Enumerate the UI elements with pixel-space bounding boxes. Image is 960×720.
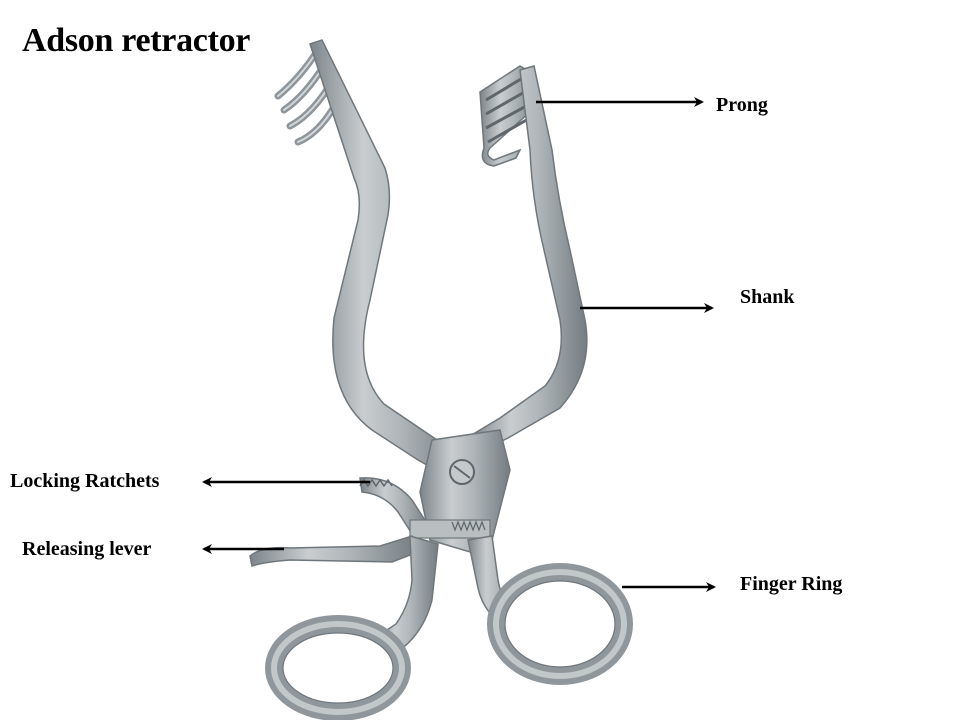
label-shank: Shank (740, 286, 795, 308)
left-shank (309, 39, 464, 479)
label-prong: Prong (716, 94, 768, 116)
label-releasing-lever: Releasing lever (22, 538, 152, 560)
releasing-lever (249, 535, 419, 567)
left-handle (265, 534, 439, 720)
label-finger-ring: Finger Ring (740, 573, 843, 595)
right-handle (467, 535, 633, 685)
label-locking-ratchets: Locking Ratchets (10, 470, 160, 492)
diagram-title: Adson retractor (22, 22, 251, 59)
